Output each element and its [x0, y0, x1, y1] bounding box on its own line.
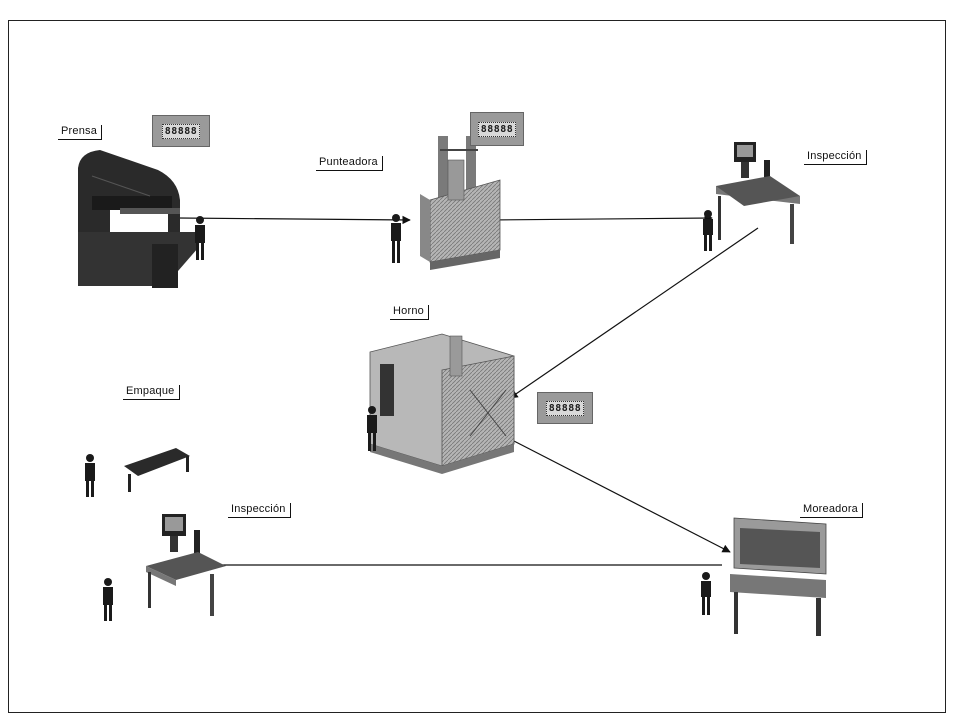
label-inspeccion-2: Inspección: [228, 503, 291, 518]
label-inspeccion-1: Inspección: [804, 150, 867, 165]
label-punteadora: Punteadora: [316, 156, 383, 171]
counter-punteadora: 88888: [470, 112, 524, 146]
prensa-operator-icon: [195, 216, 205, 260]
moreadora-operator-icon: [701, 572, 711, 615]
flow-inspeccion-to-horno: [510, 228, 758, 398]
prensa-machine: [78, 150, 198, 288]
moreadora-machine: [730, 518, 826, 636]
punteadora-machine: [420, 136, 500, 270]
counter-horno-value: 88888: [546, 401, 585, 416]
label-horno: Horno: [390, 305, 429, 320]
counter-punteadora-value: 88888: [478, 122, 517, 137]
label-moreadora: Moreadora: [800, 503, 863, 518]
punteadora-operator-icon: [391, 214, 401, 263]
flow-punteadora-to-inspeccion: [488, 218, 712, 220]
counter-prensa-value: 88888: [162, 124, 201, 139]
inspeccion-1-operator-icon: [703, 210, 713, 251]
flow-prensa-to-punteadora: [178, 218, 410, 220]
inspeccion-2-workstation: [146, 514, 226, 616]
horno-machine: [370, 334, 514, 474]
counter-prensa: 88888: [152, 115, 210, 147]
counter-horno: 88888: [537, 392, 593, 424]
empaque-operator-icon: [85, 454, 95, 497]
empaque-bench: [124, 448, 190, 492]
label-empaque: Empaque: [123, 385, 180, 400]
inspeccion-2-operator-icon: [103, 578, 113, 621]
label-prensa: Prensa: [58, 125, 102, 140]
flow-horno-to-moreadora: [512, 440, 730, 552]
